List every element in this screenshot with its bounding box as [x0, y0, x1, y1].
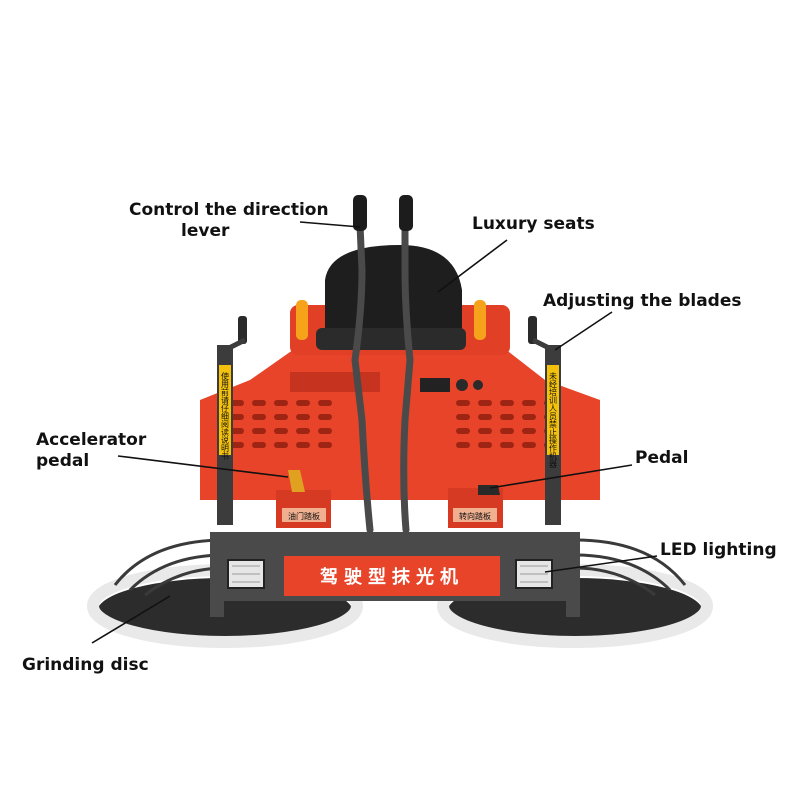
- front-frame: [210, 532, 580, 617]
- callout-luxury-seats: Luxury seats: [472, 214, 595, 234]
- blade-adjust-posts: [217, 316, 561, 525]
- leader-lines: [91, 221, 658, 644]
- callout-control-lever-line2: lever: [181, 221, 230, 241]
- callout-accelerator-line1: Accelerator: [36, 430, 147, 450]
- callout-accelerator-pedal: Accelerator pedal: [36, 430, 146, 472]
- callout-led-lighting: LED lighting: [660, 540, 777, 560]
- callout-pedal: Pedal: [635, 448, 689, 468]
- front-plate-text: 驾驶型抹光机: [320, 566, 464, 588]
- seat: [316, 245, 466, 350]
- callout-accelerator-line2: pedal: [36, 451, 90, 471]
- control-levers: [351, 221, 414, 534]
- callout-control-lever-line1: Control the direction: [129, 200, 329, 220]
- callout-grinding-disc: Grinding disc: [22, 655, 149, 675]
- pedals: [276, 470, 503, 528]
- callout-control-lever: Control the direction lever: [129, 200, 329, 242]
- callout-adjusting-blades: Adjusting the blades: [543, 291, 742, 311]
